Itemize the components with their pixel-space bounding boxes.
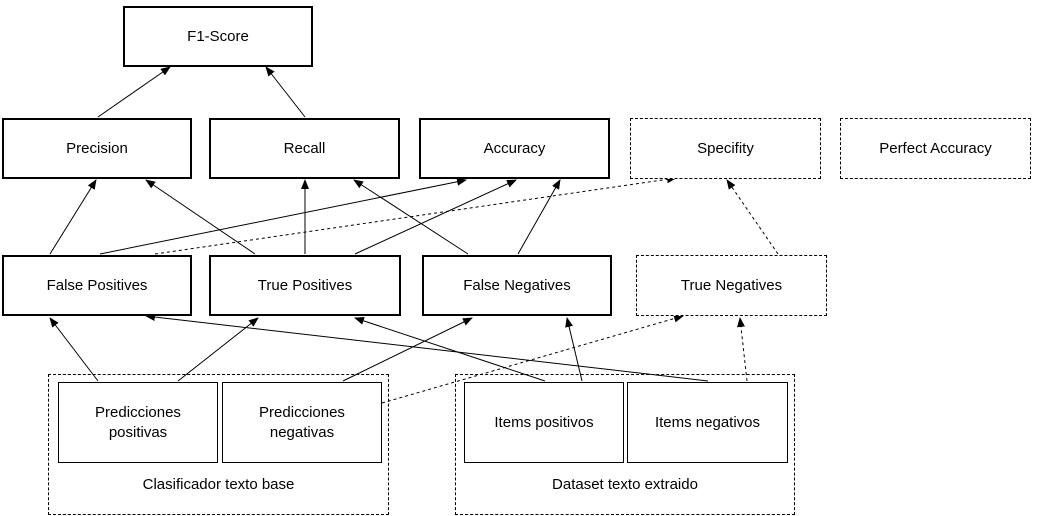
node-specifity-label: Specifity xyxy=(697,139,754,157)
node-f1-score: F1-Score xyxy=(123,6,313,67)
node-false-positives: False Positives xyxy=(2,255,192,316)
edge-fp-specifity xyxy=(154,175,677,255)
edge-tn-specifity xyxy=(726,179,779,255)
edge-fn-accuracy xyxy=(517,179,561,255)
node-specifity: Specifity xyxy=(630,118,821,179)
node-true-positives: True Positives xyxy=(209,255,401,316)
node-perfect-accuracy-label: Perfect Accuracy xyxy=(879,139,992,157)
node-true-positives-label: True Positives xyxy=(257,276,353,294)
node-accuracy: Accuracy xyxy=(419,118,610,179)
node-items-positivos: Items positivos xyxy=(464,382,624,463)
node-items-positivos-label: Items positivos xyxy=(494,413,594,431)
edge-predneg-fn xyxy=(342,317,473,382)
edge-fp-accuracy xyxy=(99,177,467,255)
node-perfect-accuracy: Perfect Accuracy xyxy=(840,118,1031,179)
group-dataset-label: Dataset texto extraido xyxy=(552,476,698,493)
node-predicciones-positivas-line1: Predicciones xyxy=(95,403,181,421)
node-precision: Precision xyxy=(2,118,192,179)
node-false-negatives-label: False Negatives xyxy=(463,276,571,294)
node-f1-score-label: F1-Score xyxy=(187,27,249,45)
node-recall-label: Recall xyxy=(283,139,326,157)
node-predicciones-negativas-label: Predicciones negativas xyxy=(259,403,345,443)
node-predicciones-negativas: Predicciones negativas xyxy=(222,382,382,463)
node-false-negatives: False Negatives xyxy=(422,255,612,316)
edge-tp-accuracy xyxy=(354,179,517,255)
node-predicciones-positivas: Predicciones positivas xyxy=(58,382,218,463)
node-predicciones-negativas-line2: negativas xyxy=(269,423,335,441)
node-false-positives-label: False Positives xyxy=(46,276,148,294)
node-predicciones-positivas-line2: positivas xyxy=(108,423,168,441)
edge-precision-f1 xyxy=(97,66,171,118)
edge-predpos-fp xyxy=(49,317,99,382)
node-predicciones-negativas-line1: Predicciones xyxy=(259,403,345,421)
edge-fp-precision xyxy=(49,179,97,255)
edge-recall-f1 xyxy=(265,66,306,118)
group-dataset: Dataset texto extraido xyxy=(455,374,795,515)
edge-itemsneg-fp xyxy=(145,313,709,382)
group-classifier-label: Clasificador texto base xyxy=(142,476,295,493)
node-true-negatives-label: True Negatives xyxy=(680,276,783,294)
node-accuracy-label: Accuracy xyxy=(483,139,546,157)
node-true-negatives: True Negatives xyxy=(636,255,827,316)
node-recall: Recall xyxy=(209,118,400,179)
node-precision-label: Precision xyxy=(66,139,128,157)
edge-itemspos-fn xyxy=(565,317,583,382)
edge-predneg-tn xyxy=(381,314,684,404)
node-items-negativos: Items negativos xyxy=(627,382,788,463)
group-classifier: Clasificador texto base xyxy=(48,374,389,515)
edge-predpos-tp xyxy=(177,317,259,382)
edge-itemsneg-tn xyxy=(737,317,748,382)
node-items-negativos-label: Items negativos xyxy=(654,413,761,431)
edge-fn-recall xyxy=(353,179,469,255)
node-predicciones-positivas-label: Predicciones positivas xyxy=(95,403,181,443)
edge-tp-precision xyxy=(145,179,256,255)
edge-itemspos-tp xyxy=(354,317,546,382)
